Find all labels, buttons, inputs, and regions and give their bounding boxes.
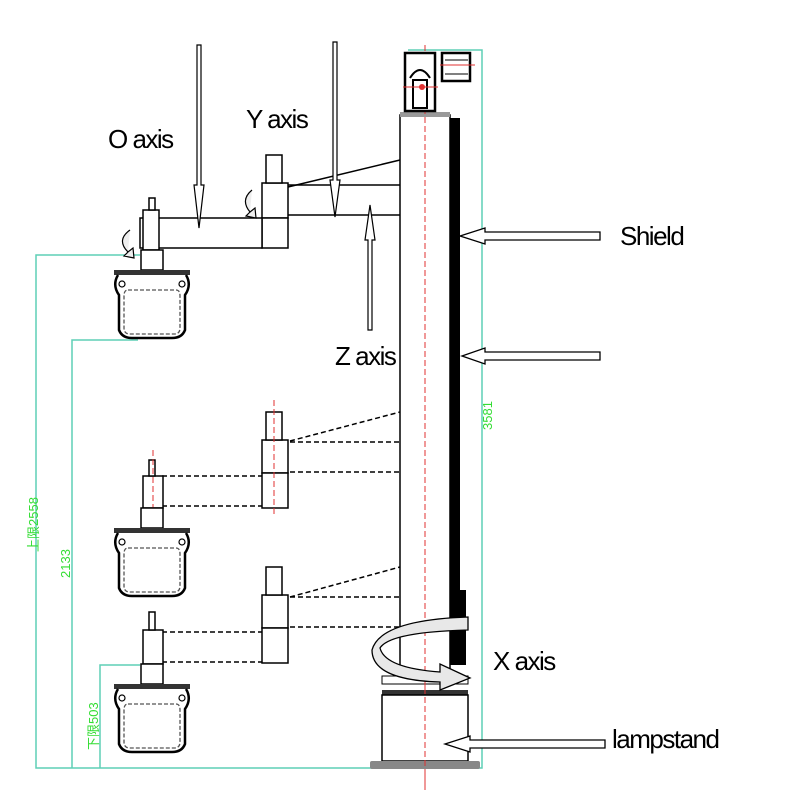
arm-middle [142, 400, 401, 515]
shield [450, 118, 466, 665]
arm-top [139, 154, 401, 251]
label-x-axis: X axis [493, 646, 556, 676]
label-lampstand: lampstand [612, 724, 718, 754]
z-axis-arrow [364, 204, 376, 331]
lampstand-callout-arrow [442, 735, 606, 753]
dim-mid-height: 2133 [58, 549, 73, 578]
dimension-lines [35, 49, 483, 769]
dim-upper-limit: 上限2558 [26, 497, 41, 552]
rotation-arrow-icons [121, 189, 257, 259]
dim-line-503 [99, 664, 140, 768]
lampstand-base [370, 670, 480, 790]
rotation-o-icon [121, 229, 135, 259]
lamp-head-middle [112, 506, 192, 598]
arm-bottom [142, 566, 401, 665]
column-body-callout-arrow [460, 347, 601, 365]
dim-line-outer [35, 49, 483, 769]
rotation-y-icon [244, 189, 257, 219]
label-z-axis: Z axis [335, 341, 397, 371]
axis-arrows [193, 41, 376, 331]
label-shield: Shield [620, 221, 683, 251]
o-axis-arrow [193, 44, 205, 229]
dim-line-2133 [71, 339, 138, 768]
dim-lower-limit: 下限503 [86, 702, 101, 750]
label-o-axis: O axis [108, 124, 174, 154]
callout-arrows [442, 227, 606, 753]
lamp-head-top [112, 248, 192, 340]
y-axis-arrow [329, 41, 341, 218]
motor-gearbox [403, 51, 475, 113]
x-axis-rotation-arrow [371, 616, 472, 691]
column-body [399, 45, 466, 790]
lamp-head-bottom [112, 662, 192, 754]
label-y-axis: Y axis [246, 104, 309, 134]
shield-callout-arrow [457, 227, 601, 245]
dim-column-height: 3581 [480, 401, 495, 430]
